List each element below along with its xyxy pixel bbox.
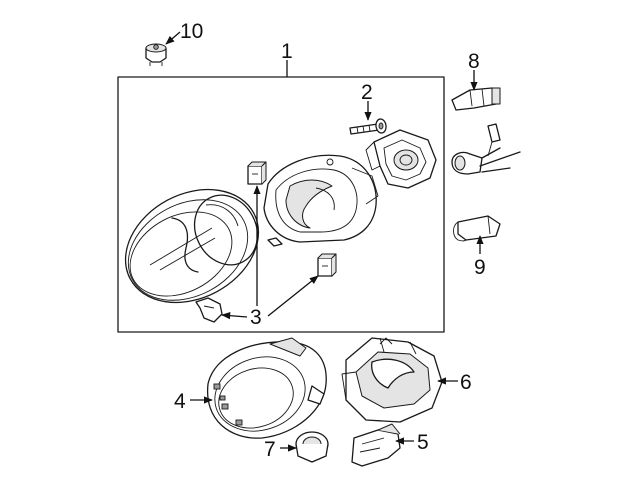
part-10-clip (145, 43, 167, 66)
part-8-socket (451, 87, 501, 111)
part-3-clip-upper (247, 161, 267, 185)
callout-7: 7 (264, 438, 276, 461)
callout-8: 8 (468, 50, 480, 73)
callout-3: 3 (250, 306, 262, 329)
callout-1: 1 (281, 40, 293, 63)
part-2-bolt (349, 118, 387, 135)
leader-lines (165, 31, 484, 452)
part-5-bracket (351, 423, 401, 467)
callout-9: 9 (474, 256, 486, 279)
callout-6: 6 (460, 371, 472, 394)
bulb-harness (451, 123, 521, 175)
callout-4: 4 (174, 390, 186, 413)
callout-5: 5 (417, 431, 429, 454)
callout-10: 10 (180, 20, 203, 43)
lamp-bracket (365, 129, 437, 189)
part-7-grommet (295, 431, 329, 463)
part-9-cap (453, 215, 501, 242)
callout-labels: 10 1 2 8 9 3 4 6 5 7 (174, 20, 486, 461)
part-3-clip-bottom (195, 297, 223, 323)
headlamp-assembly-box (117, 76, 445, 333)
callout-2: 2 (361, 81, 373, 104)
part-6-fog-housing (341, 337, 443, 423)
headlamp-lens (124, 188, 260, 304)
part-3-clip-lower (317, 253, 337, 277)
part-4-fog-lamp (206, 337, 327, 439)
headlamp-housing (263, 154, 379, 247)
